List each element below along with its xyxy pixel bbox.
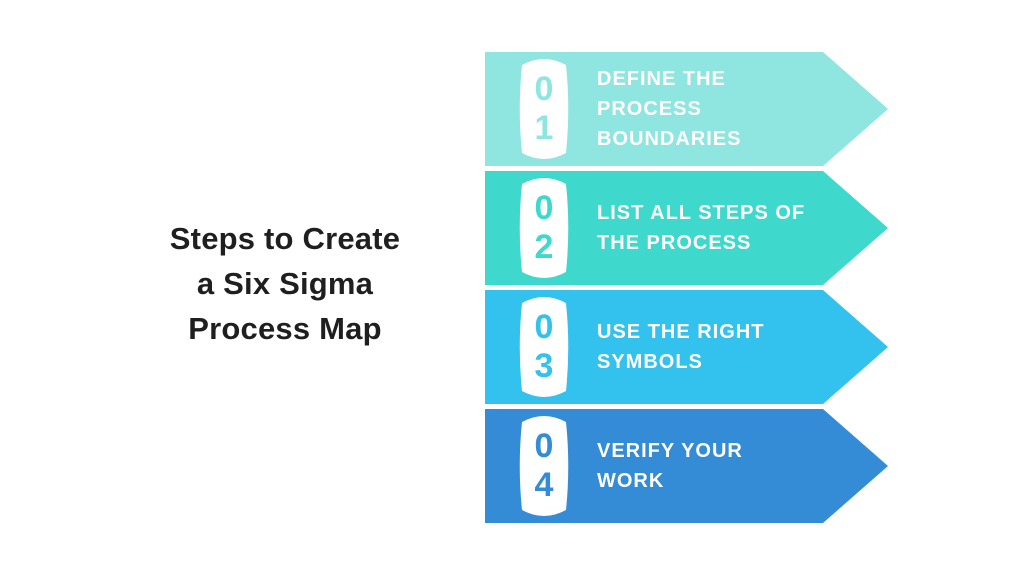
title-line: Process Map [188, 311, 382, 346]
step-number-digit: 4 [534, 466, 554, 504]
step-label-line: BOUNDARIES [597, 128, 742, 150]
step-number-digit: 0 [534, 189, 554, 227]
step-label-line: SYMBOLS [597, 351, 703, 373]
step-label-line: DEFINE THE [597, 68, 726, 90]
step-number-digit: 0 [534, 70, 554, 108]
step-label-line: LIST ALL STEPS OF [597, 202, 806, 224]
step-number-digit: 3 [534, 347, 554, 385]
step-label-line: WORK [597, 470, 665, 492]
step-banner-3: 0 3 USE THE RIGHT SYMBOLS [485, 290, 888, 404]
step-label: DEFINE THE PROCESS BOUNDARIES [597, 52, 832, 166]
step-banner-2: 0 2 LIST ALL STEPS OF THE PROCESS [485, 171, 888, 285]
title-line: a Six Sigma [196, 266, 374, 301]
step-number: 0 2 [515, 173, 573, 283]
steps-list: 0 1 DEFINE THE PROCESS BOUNDARIES 0 2 LI… [485, 52, 888, 523]
step-label: USE THE RIGHT SYMBOLS [597, 290, 832, 404]
barrel-shape-icon [519, 416, 569, 516]
step-label: LIST ALL STEPS OF THE PROCESS [597, 171, 832, 285]
step-number: 0 1 [515, 54, 573, 164]
step-banner-1: 0 1 DEFINE THE PROCESS BOUNDARIES [485, 52, 888, 166]
step-number-pill [515, 292, 573, 402]
step-label-line: VERIFY YOUR [597, 440, 743, 462]
step-label-line: PROCESS [597, 98, 702, 120]
step-number-pill [515, 54, 573, 164]
step-number-digit: 2 [534, 228, 554, 266]
step-number-digit: 0 [534, 427, 554, 465]
step-label: VERIFY YOUR WORK [597, 409, 832, 523]
step-label-line: USE THE RIGHT [597, 321, 765, 343]
barrel-shape-icon [519, 297, 569, 397]
step-number: 0 4 [515, 411, 573, 521]
step-banner-4: 0 4 VERIFY YOUR WORK [485, 409, 888, 523]
page-title: Steps to Create a Six Sigma Process Map [118, 216, 452, 351]
step-number-pill [515, 173, 573, 283]
title-line: Steps to Create [169, 221, 401, 256]
barrel-shape-icon [519, 59, 569, 159]
step-number: 0 3 [515, 292, 573, 402]
barrel-shape-icon [519, 178, 569, 278]
step-number-pill [515, 411, 573, 521]
step-number-digit: 1 [534, 109, 554, 147]
step-number-digit: 0 [534, 308, 554, 346]
step-label-line: THE PROCESS [597, 232, 752, 254]
